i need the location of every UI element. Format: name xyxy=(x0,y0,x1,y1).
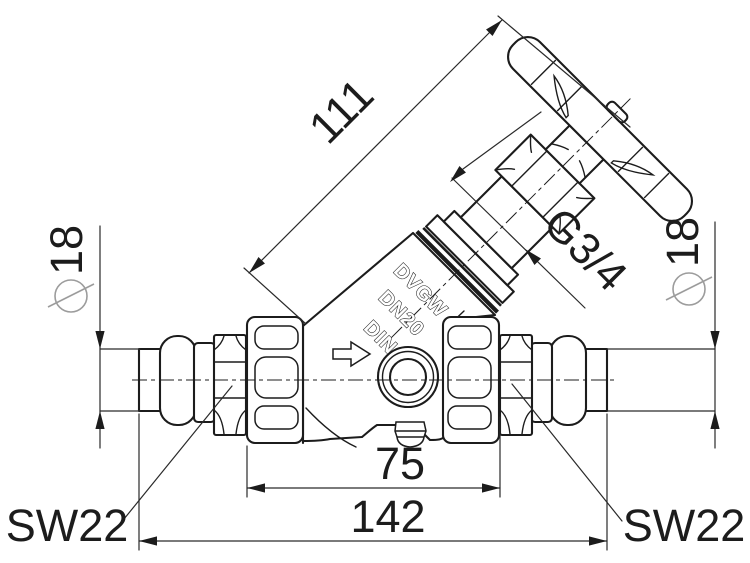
dim-arrow-icon xyxy=(710,411,720,429)
dimension-body-length: 75 xyxy=(246,416,501,498)
dia-left-label: 18 xyxy=(41,225,92,275)
leader-line xyxy=(123,385,233,520)
dim-142-label: 142 xyxy=(350,491,425,542)
dim-arrow-icon xyxy=(247,483,265,493)
dimension-pipe-dia-left: 18 xyxy=(41,225,141,449)
stem-centerline xyxy=(391,98,631,338)
dia-right-label: 18 xyxy=(657,217,708,267)
wrench-callout-right: SW22 xyxy=(511,383,746,551)
stem-assembly xyxy=(391,35,694,338)
dim-arrow-icon xyxy=(139,536,157,546)
drain-spout xyxy=(394,421,427,448)
right-union-nut xyxy=(498,333,534,437)
dim-arrow-icon xyxy=(95,411,105,429)
drain-boss xyxy=(376,345,440,409)
dimension-overall-length: 142 xyxy=(138,413,608,551)
sw22-right-label: SW22 xyxy=(623,500,746,551)
dim-75-label: 75 xyxy=(375,438,425,489)
sw22-left-label: SW22 xyxy=(6,500,129,551)
dim-arrow-icon xyxy=(95,331,105,349)
dimension-pipe-dia-right: 18 xyxy=(606,217,720,449)
leader-line xyxy=(511,383,623,522)
wheel-spoke-cutout-lower xyxy=(610,160,656,176)
extension-line xyxy=(497,15,631,128)
dim-111-label: 111 xyxy=(299,69,383,153)
wrench-callout-left: SW22 xyxy=(6,385,233,551)
dim-arrow-icon xyxy=(482,483,500,493)
dim-arrow-icon xyxy=(589,536,607,546)
dim-arrow-icon xyxy=(710,331,720,349)
wheel-spoke-cutout-upper xyxy=(553,73,569,119)
left-press-connection xyxy=(137,333,248,437)
diameter-phi-icon xyxy=(665,272,713,306)
flow-arrow-right-icon xyxy=(332,340,372,368)
left-union-nut xyxy=(212,333,248,437)
right-socket xyxy=(529,341,554,424)
diameter-phi-icon xyxy=(47,279,95,313)
seat-chamber-line xyxy=(305,407,357,448)
right-press-connection xyxy=(498,333,609,437)
extension-line xyxy=(243,267,307,325)
